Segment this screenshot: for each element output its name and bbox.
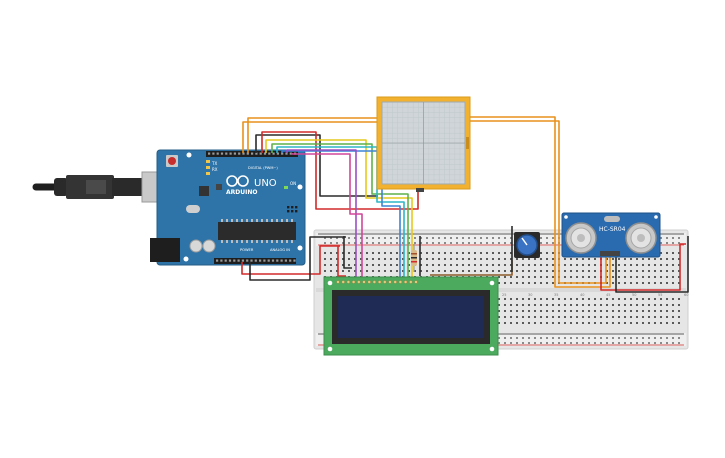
breadboard-column-label: 55 [658,293,662,297]
wire-black-ground [249,236,346,281]
arduino-model: UNO [254,178,277,189]
wire-green [271,143,409,280]
breadboard-column-label: 40 [580,293,584,297]
touch-screen-module[interactable] [376,96,471,192]
wire-red-sensor [600,243,686,291]
sensor-model-label: HC-SR04 [599,226,626,233]
on-label: ON [290,181,296,186]
reset-button[interactable] [168,157,176,165]
potentiometer[interactable] [514,232,540,258]
resistor [411,244,417,272]
power-header-label: POWER [240,248,254,252]
breadboard-column-label: 45 [606,293,610,297]
icsp-header [287,206,298,213]
wire-orange-sensor-b [468,120,607,284]
potentiometer-knob-indicator [521,237,528,246]
breadboard-column-label: 30 [528,293,532,297]
arduino-uno[interactable]: TX RX ON ARDUINO UNO DIGITAL (PWM~) POWE… [32,149,306,266]
wire-pink [291,153,363,280]
ultrasonic-receiver [625,222,657,254]
atmega-chip [218,222,296,240]
arduino-brand: ARDUINO [226,189,257,196]
wire-orange-sensor-a [468,116,611,288]
hc-sr04-sensor[interactable]: HC-SR04 [561,212,661,258]
wire-red-top [261,131,419,210]
wire-orange-a [242,121,378,153]
lcd-16x2[interactable] [323,276,499,356]
breadboard-column-labels: 25 30 35 40 45 50 55 60 [502,293,688,297]
breadboard-column-label: 25 [502,293,506,297]
wire-black-sensor [615,236,689,293]
tx-label: TX [211,161,217,166]
breadboard-center-channel [316,288,686,292]
analog-header-label: ANALOG IN [270,248,290,252]
lcd-screen [338,296,484,338]
breadboard-column-label: 60 [684,293,688,297]
digital-header-label: DIGITAL (PWM~) [248,166,278,170]
wires [241,116,689,293]
wire-orange-b [247,117,378,153]
wire-black-bb [343,236,352,269]
wire-black-top [255,134,378,197]
breadboard-column-label: 35 [554,293,558,297]
wire-purple [286,149,357,280]
wire-yellow [265,139,413,280]
power-jack [150,238,180,262]
wire-red-power [241,245,340,275]
wire-red-bb [337,246,346,277]
lcd-pins [336,280,418,284]
breadboard-column-label: 50 [632,293,636,297]
ultrasonic-transmitter [565,222,597,254]
arduino-logo [226,175,249,187]
rx-label: RX [212,167,218,172]
